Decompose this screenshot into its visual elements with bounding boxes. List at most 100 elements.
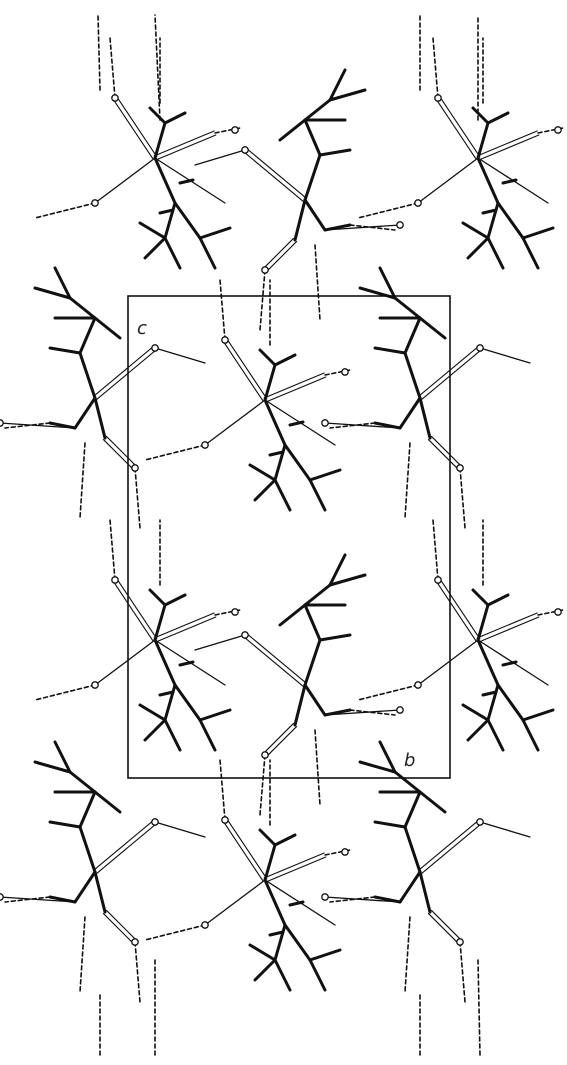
bond — [138, 703, 167, 722]
bond — [466, 718, 490, 742]
molecule-a — [34, 37, 241, 270]
bond — [266, 241, 298, 273]
bond — [154, 347, 206, 364]
hbond — [357, 684, 419, 701]
molecule-b — [0, 266, 206, 529]
bond — [318, 148, 352, 157]
hbond — [314, 244, 321, 321]
bond — [273, 478, 292, 512]
bond — [93, 870, 107, 914]
bond — [479, 821, 531, 838]
atom — [476, 818, 484, 826]
bond — [266, 726, 298, 758]
bond — [328, 88, 367, 102]
bond — [265, 856, 327, 883]
bond — [53, 740, 72, 774]
atom — [201, 921, 209, 929]
bond — [243, 636, 305, 688]
atom — [396, 221, 404, 229]
bond — [78, 790, 97, 829]
atom — [261, 751, 269, 759]
bond — [476, 130, 538, 157]
bond — [78, 351, 97, 400]
bond — [501, 178, 518, 185]
bond — [476, 121, 490, 160]
bond — [466, 236, 490, 260]
bond — [0, 896, 76, 903]
bond — [102, 439, 134, 471]
atom — [434, 94, 442, 102]
bond — [308, 958, 327, 992]
bond — [328, 573, 367, 587]
bond — [318, 633, 352, 642]
bond — [173, 683, 202, 722]
bond — [153, 130, 215, 157]
bond — [418, 396, 432, 440]
bond — [393, 770, 422, 794]
bond — [393, 296, 422, 320]
bond — [481, 208, 498, 215]
bond — [398, 396, 422, 430]
bond — [138, 221, 167, 240]
hbond — [349, 709, 396, 716]
atom — [0, 419, 4, 427]
bond — [378, 740, 397, 774]
bond — [153, 156, 177, 205]
bond — [263, 878, 287, 927]
atom — [341, 368, 349, 376]
bond — [521, 718, 540, 752]
bond — [303, 198, 327, 232]
bond — [486, 593, 510, 607]
bond — [245, 632, 307, 684]
bond — [93, 819, 155, 871]
bond — [417, 639, 479, 686]
hbond — [477, 959, 481, 1056]
bond — [496, 683, 525, 722]
bond — [486, 111, 510, 125]
molecule-a — [34, 519, 241, 752]
bond — [418, 870, 432, 914]
bond — [93, 316, 122, 340]
hbond — [34, 202, 96, 219]
atom — [131, 464, 139, 472]
bond — [263, 843, 277, 882]
bond — [268, 450, 285, 457]
hbond — [34, 684, 96, 701]
bond — [417, 157, 479, 204]
bond — [153, 603, 167, 642]
bond — [178, 178, 195, 185]
bond — [102, 913, 134, 945]
bond — [418, 790, 447, 814]
bond — [265, 376, 327, 403]
hbond — [459, 467, 466, 529]
bond — [73, 396, 97, 430]
bond — [431, 909, 463, 941]
bond — [439, 96, 481, 158]
bond — [373, 820, 407, 829]
bond — [262, 237, 294, 269]
atom — [554, 126, 562, 134]
hbond — [259, 269, 266, 331]
bond — [427, 913, 459, 945]
bond — [481, 690, 498, 697]
atom — [91, 681, 99, 689]
bond — [478, 616, 540, 643]
atom — [321, 893, 329, 901]
bond — [521, 226, 555, 240]
unit-cell — [127, 295, 451, 779]
hbond — [109, 37, 116, 99]
bond — [398, 870, 422, 904]
bond — [258, 348, 277, 367]
bond — [263, 363, 277, 402]
molecule-b — [194, 553, 404, 816]
bond — [163, 718, 182, 752]
bond — [501, 660, 518, 667]
bond — [420, 349, 482, 401]
bond — [243, 151, 305, 203]
bond — [198, 236, 217, 270]
bond — [435, 580, 477, 642]
atom — [231, 608, 239, 616]
bond — [94, 157, 156, 204]
bond — [198, 226, 232, 240]
